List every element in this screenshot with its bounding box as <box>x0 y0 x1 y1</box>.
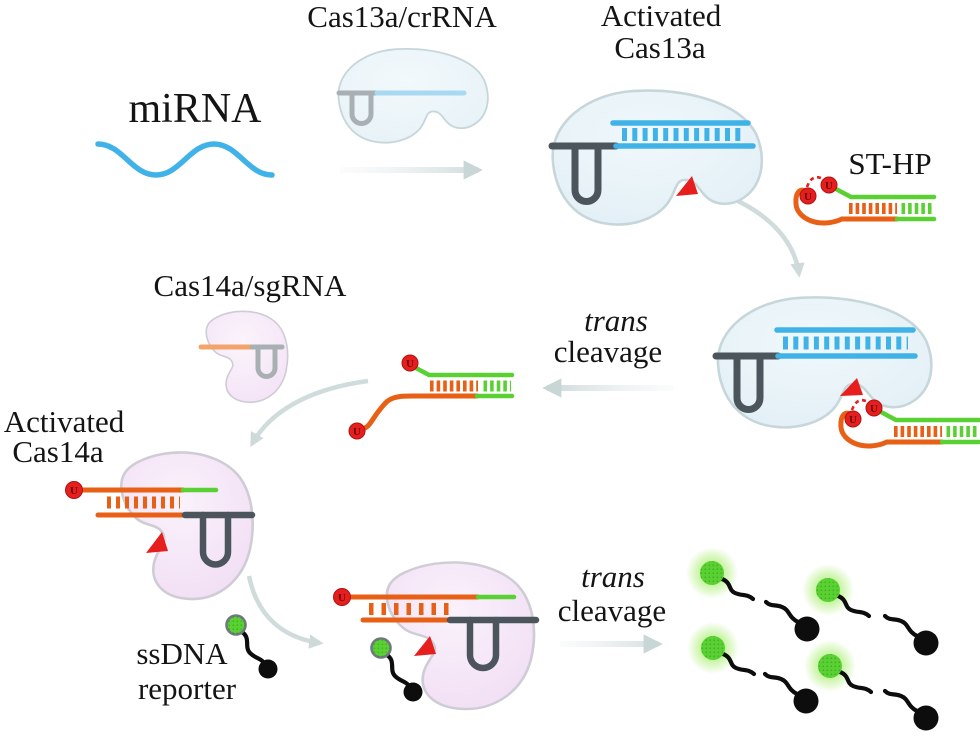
uracil-site <box>401 354 419 372</box>
uracil-site <box>799 187 817 205</box>
crrna-hairpin <box>349 90 374 126</box>
cleavable-linker <box>805 175 824 188</box>
activated-cas14a-label-line1: Activated <box>4 404 125 439</box>
cleaved-tail <box>719 576 756 602</box>
mirna-strand <box>95 141 275 178</box>
uracil-site-label: U <box>338 592 346 604</box>
reporter-linker <box>239 629 267 666</box>
top-strand-green <box>833 186 937 200</box>
top-strand-green <box>413 365 515 378</box>
cas13a-protein-body <box>337 48 489 144</box>
cleavage-site-triangle <box>676 176 698 196</box>
trans-cleavage-bottom-line1: trans <box>581 559 645 594</box>
activated-cas14a-label-line2: Cas14a <box>12 434 104 469</box>
ssdna-reporter <box>225 614 278 679</box>
sgrna-hairpin <box>466 616 500 672</box>
cas14a-reporter-complex: U <box>333 561 540 711</box>
activated-cas14a-complex: U <box>65 451 256 601</box>
quencher <box>794 616 820 642</box>
cas13a-crrna-complex <box>336 48 489 144</box>
uracil-site-label: U <box>353 426 361 438</box>
activated-cas13a-label-line1: Activated <box>601 0 722 33</box>
cas14a-sgrna-complex <box>198 310 289 404</box>
labels: miRNA Cas13a/crRNA Activated Cas13a ST-H… <box>4 0 932 706</box>
fluorophore-texture <box>700 561 724 585</box>
uracil-site-label: U <box>804 191 812 203</box>
released-quencher <box>885 616 939 656</box>
cleaved-sthp-product: U U <box>348 354 515 440</box>
cleaved-tail <box>763 599 801 625</box>
uracil-site <box>820 176 838 194</box>
ssdna-reporter-being-cleaved <box>372 639 423 702</box>
uracil-site-label: U <box>825 180 833 192</box>
released-quencher <box>885 691 939 731</box>
fluorophore-texture <box>226 615 246 635</box>
uracil-site-label: U <box>70 485 78 497</box>
uracil-site-label: U <box>406 358 414 370</box>
released-fluorophore <box>802 564 869 616</box>
activated-cas13a-cleaving-sthp <box>712 296 979 446</box>
released-fluorophore <box>686 547 756 602</box>
st-hp-label: ST-HP <box>848 146 931 181</box>
cleavage-site-triangle <box>840 378 863 396</box>
crrna-hairpin <box>733 352 764 413</box>
cas14a-protein-body <box>120 451 254 601</box>
st-hp-being-cleaved <box>841 400 979 446</box>
activated-cas13a-label-line2: Cas13a <box>614 30 706 65</box>
quencher <box>258 659 278 679</box>
sgrna-hairpin <box>255 344 278 379</box>
bottom-strand-orange-tail <box>357 393 480 432</box>
released-fluorophore <box>687 622 754 674</box>
released-fluorophore <box>804 640 871 692</box>
cas13a-crrna-label: Cas13a/crRNA <box>307 0 497 34</box>
arrow-cas14a-to-reporter-complex <box>246 575 324 649</box>
cleavage-site-triangle <box>146 532 168 553</box>
cas14a-sgrna-label: Cas14a/sgRNA <box>154 268 348 303</box>
activated-cas13a-complex <box>548 89 764 226</box>
arrow-product-to-cas14a <box>250 378 369 448</box>
st-hp-structure: U U <box>793 175 937 226</box>
arrow-cas13a-to-sthp-binding <box>718 190 805 278</box>
trans-cleavage-bottom-line2: cleavage <box>558 593 666 628</box>
trans-cleavage-top-line2: cleavage <box>554 334 662 369</box>
hairpin-loop <box>793 187 845 226</box>
uracil-site <box>65 481 83 499</box>
mirna-label: miRNA <box>128 86 262 132</box>
uracil-site <box>348 422 366 440</box>
ssdna-reporter-label-line1: ssDNA <box>136 636 228 671</box>
ssdna-reporter-label-line2: reporter <box>138 671 237 706</box>
released-quencher <box>763 599 820 642</box>
cleavage-site-triangle <box>414 636 436 656</box>
uracil-site <box>333 588 351 606</box>
trans-cleavage-top-line1: trans <box>584 303 648 338</box>
crrna-hairpin <box>571 142 602 205</box>
sgrna-hairpin <box>199 511 232 568</box>
